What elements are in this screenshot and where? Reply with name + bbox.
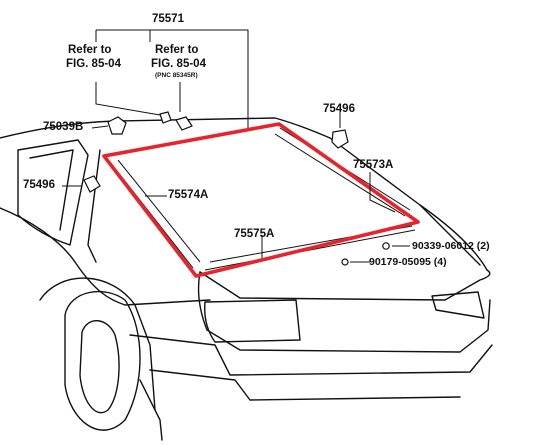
clip-upper-left-shape xyxy=(107,116,127,135)
side-window xyxy=(17,139,89,246)
label-nut: 90179-05095 (4) xyxy=(369,256,447,268)
fasteners xyxy=(83,111,390,266)
label-75574a: 75574A xyxy=(168,189,209,201)
screw-shape xyxy=(382,242,390,250)
tail-lamp-left xyxy=(204,299,301,343)
clip-left-shape xyxy=(83,175,101,193)
clip-center-ref-shape xyxy=(175,116,193,131)
rear-rim xyxy=(79,320,120,414)
trunk-lower xyxy=(197,271,491,353)
bumper-lower xyxy=(149,369,461,401)
ref-right-line2: FIG. 85-04 xyxy=(151,58,206,70)
weatherstrip-highlight xyxy=(102,122,420,278)
clip-right-shape xyxy=(331,129,349,149)
mud-flap xyxy=(139,379,163,441)
rear-tire xyxy=(64,290,141,431)
tail-lamp-right xyxy=(431,291,485,319)
label-75571: 75571 xyxy=(152,13,184,25)
side-window-inner xyxy=(29,149,74,231)
label-75575a: 75575A xyxy=(234,228,275,240)
ref-left-line1: Refer to xyxy=(68,44,112,56)
label-screw: 90339-06012 (2) xyxy=(412,240,490,252)
roof-outline xyxy=(0,117,488,271)
ref-left-line2: FIG. 85-04 xyxy=(66,58,121,70)
ref-right-note: (PNC 85345R) xyxy=(155,72,198,79)
leader-lines xyxy=(62,29,410,263)
rear-bumper xyxy=(129,334,493,376)
clip-upper-ref-shape xyxy=(159,111,172,124)
ref-right-line1: Refer to xyxy=(155,44,199,56)
rear-fender-outline xyxy=(0,207,211,306)
hatch-edge-right xyxy=(419,204,481,266)
label-75039b: 75039B xyxy=(43,121,84,133)
wheel-arch xyxy=(39,277,156,411)
label-75496-left: 75496 xyxy=(23,179,55,191)
trunk-lid xyxy=(199,269,491,301)
label-75496-right: 75496 xyxy=(323,103,355,115)
label-75573a: 75573A xyxy=(353,159,394,171)
c-pillar xyxy=(87,149,101,263)
nut-shape xyxy=(341,258,349,266)
